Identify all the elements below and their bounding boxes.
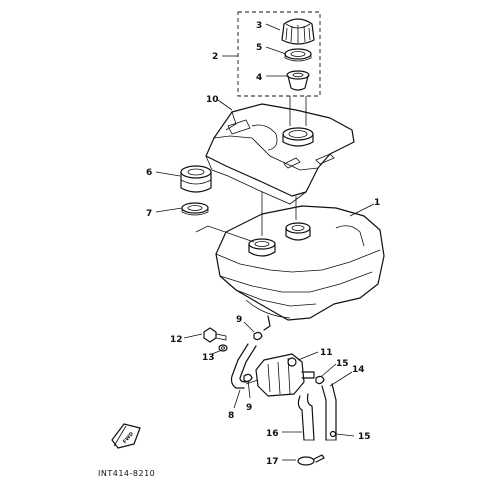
cap-assembly-group-box bbox=[237, 11, 321, 97]
callout-7: 7 bbox=[146, 209, 152, 219]
cap-guide-lines bbox=[289, 96, 307, 126]
diagram-code: INT414-8210 bbox=[98, 469, 155, 478]
callout-4: 4 bbox=[256, 73, 262, 83]
washer bbox=[218, 344, 228, 352]
callout-3: 3 bbox=[256, 21, 262, 31]
callout-9-lower: 9 bbox=[246, 403, 252, 413]
callout-2: 2 bbox=[212, 52, 218, 62]
forward-arrow-icon: FWD bbox=[111, 423, 141, 449]
hose-lower bbox=[297, 393, 315, 441]
tank-cover bbox=[205, 103, 355, 205]
callout-17: 17 bbox=[266, 457, 279, 467]
hose-clip bbox=[297, 454, 325, 466]
cap-gasket bbox=[284, 48, 312, 62]
fuel-strainer bbox=[286, 70, 310, 91]
callout-1: 1 bbox=[374, 198, 380, 208]
forward-label: FWD bbox=[122, 431, 135, 445]
hose-clamp-right bbox=[315, 375, 325, 385]
callout-8: 8 bbox=[228, 411, 234, 421]
leader-lines bbox=[155, 23, 375, 461]
callout-10: 10 bbox=[206, 95, 219, 105]
cover-to-tank-guides bbox=[195, 192, 297, 243]
callout-11: 11 bbox=[320, 348, 333, 358]
callouts: 3 2 5 4 10 6 7 1 9 12 13 11 15 14 8 9 16… bbox=[146, 21, 380, 467]
callout-15-lower: 15 bbox=[358, 432, 371, 442]
fuel-pump bbox=[245, 353, 315, 397]
hose-clamp-lower bbox=[243, 373, 253, 383]
hose-clamp-upper bbox=[253, 331, 263, 341]
fuel-tank bbox=[215, 205, 385, 331]
callout-14: 14 bbox=[352, 365, 365, 375]
drain-bolt bbox=[203, 327, 227, 343]
fuel-hose bbox=[230, 343, 257, 389]
callout-15-upper: 15 bbox=[336, 359, 349, 369]
grommet-large bbox=[180, 165, 212, 193]
callout-16: 16 bbox=[266, 429, 279, 439]
callout-6: 6 bbox=[146, 168, 152, 178]
callout-9-upper: 9 bbox=[236, 315, 242, 325]
callout-5: 5 bbox=[256, 43, 262, 53]
seal-ring bbox=[181, 202, 209, 216]
callout-13: 13 bbox=[202, 353, 215, 363]
breather-hose bbox=[321, 383, 337, 441]
small-clamp bbox=[329, 430, 337, 438]
fuel-cap bbox=[281, 18, 315, 45]
callout-12: 12 bbox=[170, 335, 183, 345]
